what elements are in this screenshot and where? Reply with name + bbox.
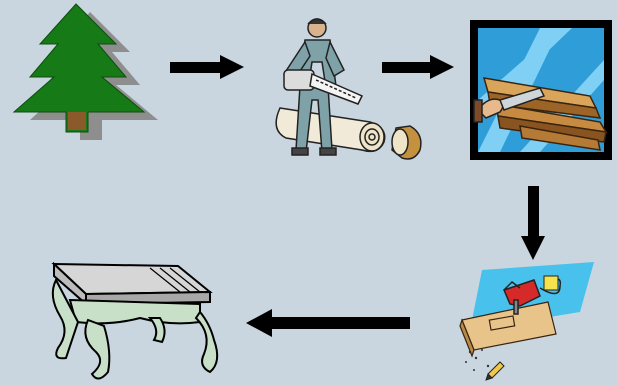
power-plug <box>544 276 558 290</box>
pencil-icon <box>486 362 504 380</box>
arrow-right-2 <box>382 55 454 79</box>
tree-trunk <box>68 112 86 130</box>
pine-tree-icon <box>14 4 158 140</box>
table-icon <box>53 264 217 379</box>
arrow-right-1 <box>170 55 244 79</box>
arrow-left-1 <box>246 309 410 337</box>
lumberjack-chainsaw-icon <box>276 19 421 159</box>
arrow-down-1 <box>521 186 545 260</box>
log-short <box>392 126 421 159</box>
planks-saw-icon <box>470 20 612 160</box>
jigsaw-tool-icon <box>460 262 594 380</box>
sawdust <box>465 349 489 371</box>
